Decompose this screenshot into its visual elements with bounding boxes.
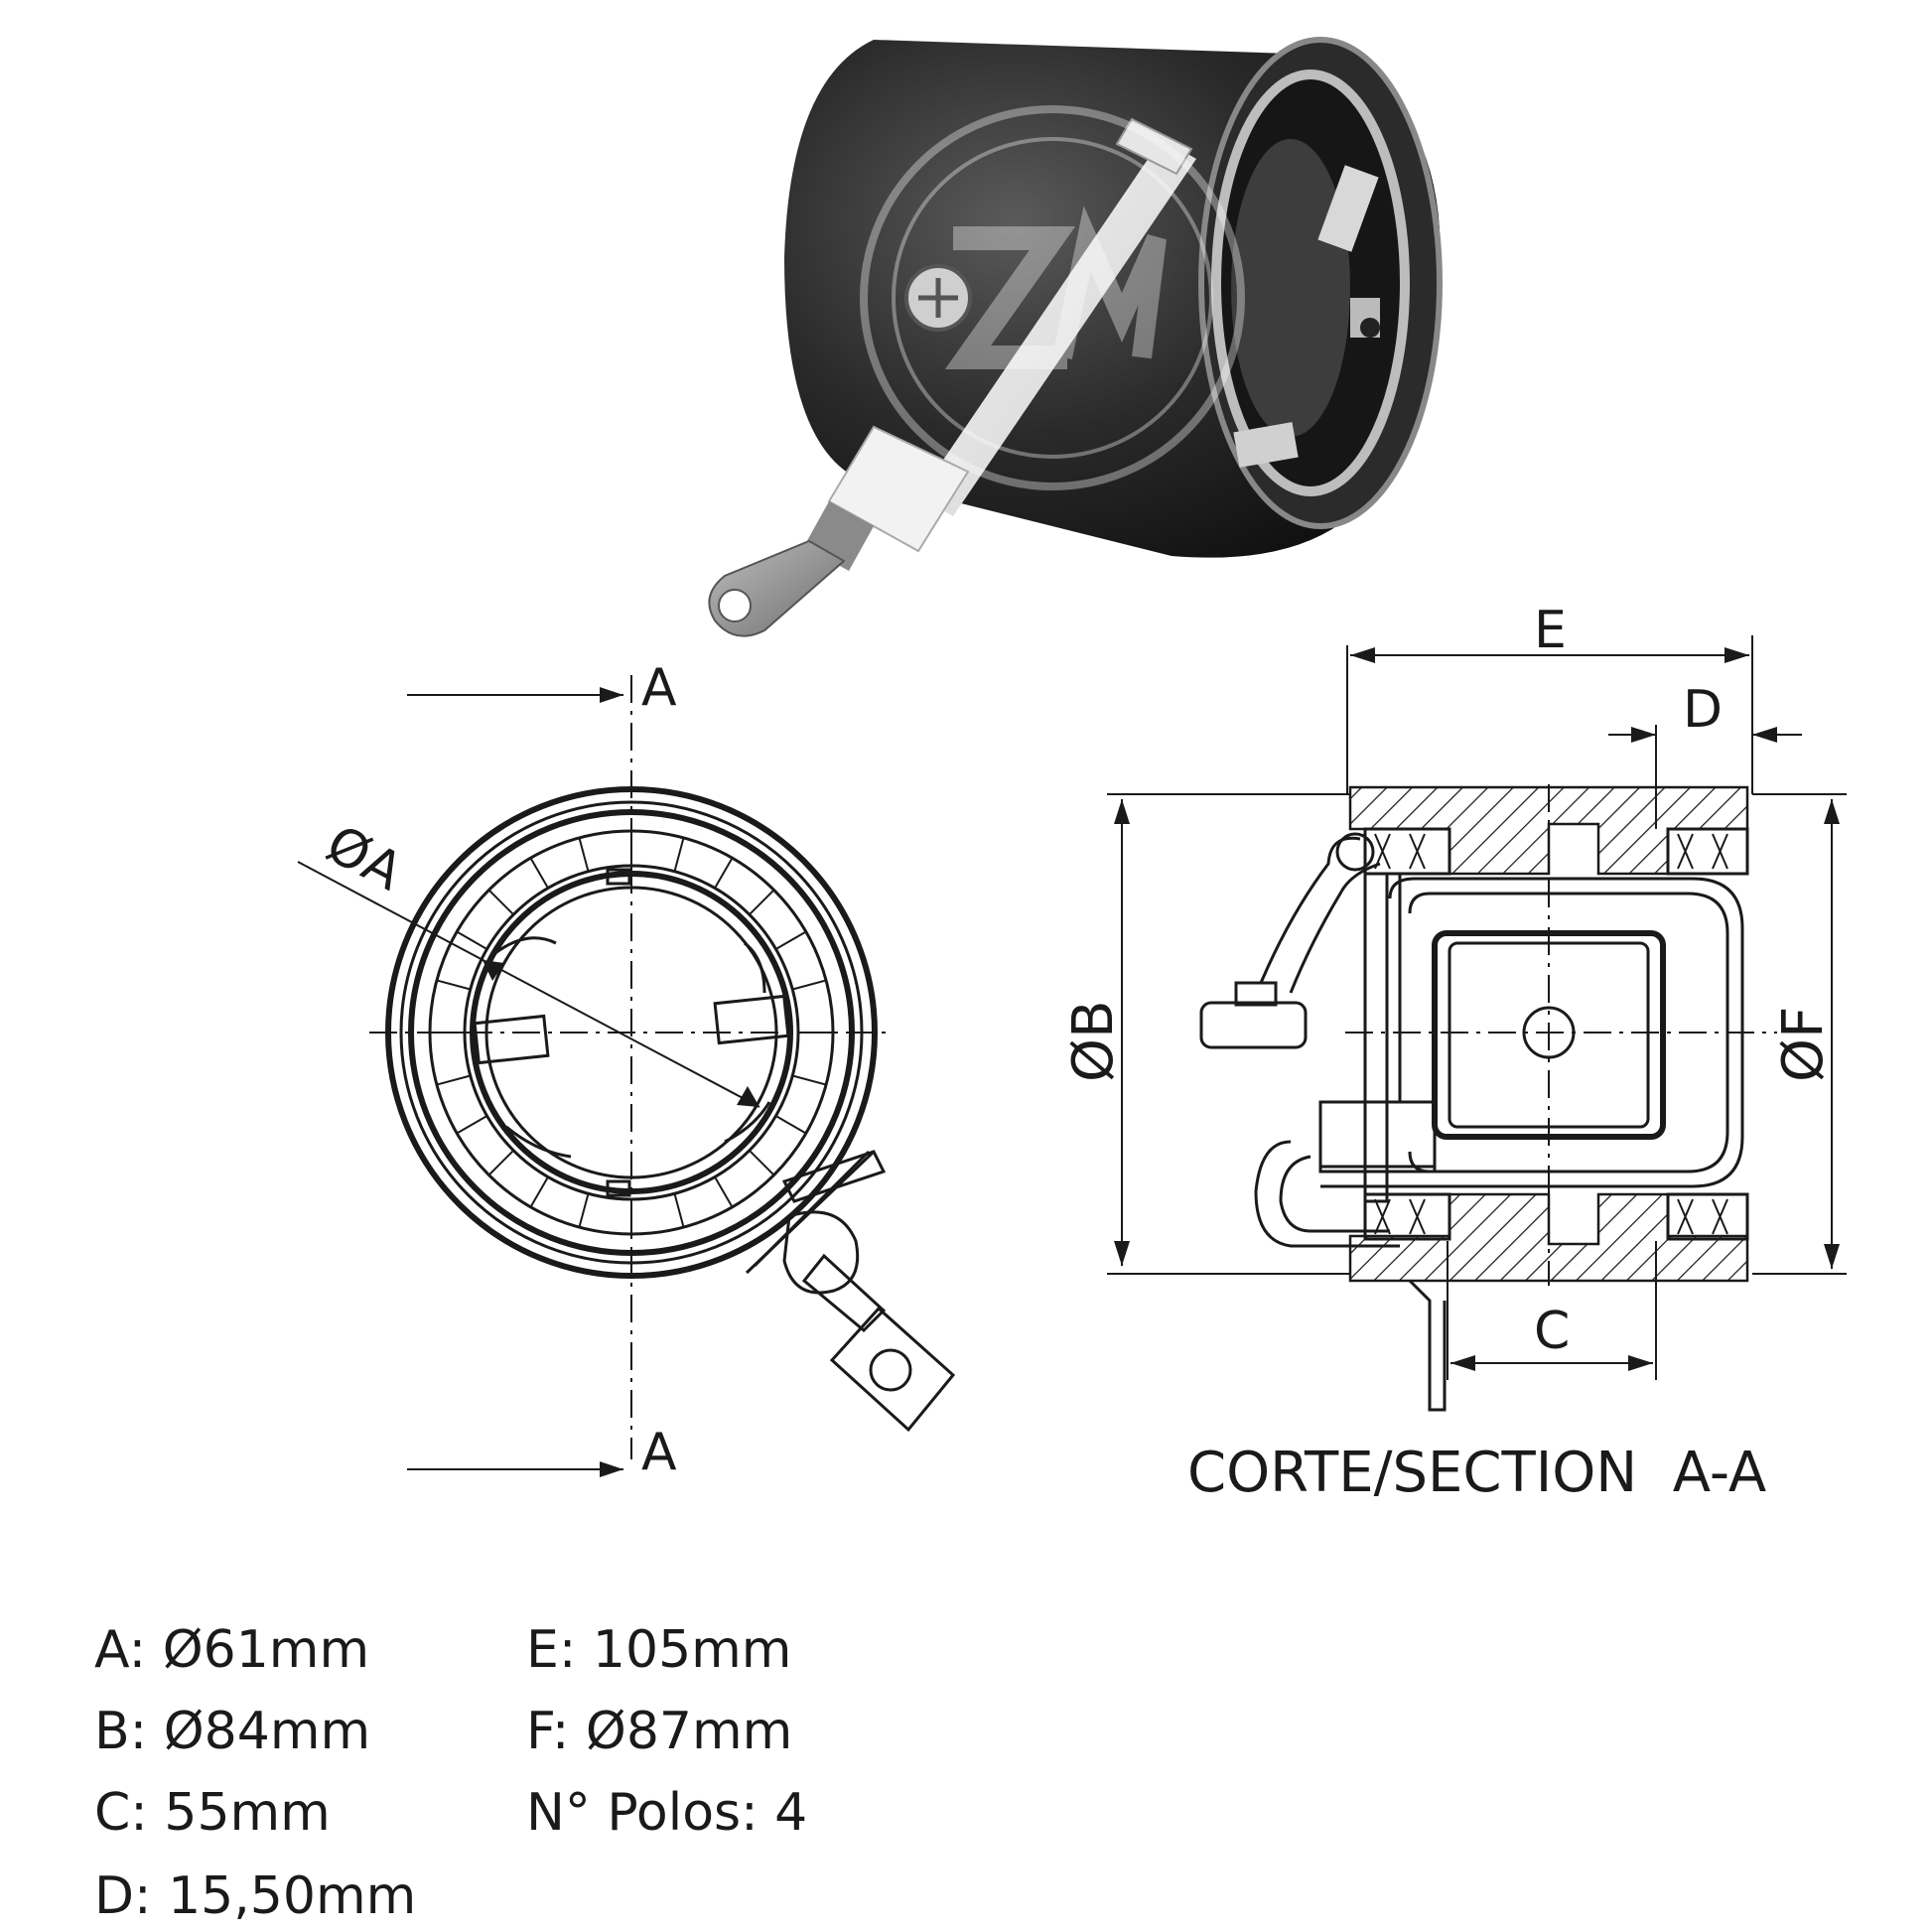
coil-segment-line [673,837,685,872]
dim-label-d: D [1683,680,1723,740]
coil-segment-line [673,1193,685,1228]
spec-e: E: 105mm [526,1620,792,1680]
coil-segment-line [749,889,775,915]
spec-poles: N° Polos: 4 [526,1783,808,1843]
dim-label-dia-a: ØA [317,814,412,902]
coil-segment-line [487,1150,514,1176]
coil-segment-line [714,1175,734,1208]
dim-label-c: C [1534,1302,1570,1361]
coil-segment-line [792,979,827,991]
coil-segment-line [529,857,549,890]
product-photo [708,37,1443,637]
dim-label-e: E [1534,601,1567,660]
coil-segment-line [529,1175,549,1208]
coil-segment-line [578,837,590,872]
cut-label-top: A [641,658,677,718]
spec-b: B: Ø84mm [94,1702,371,1761]
coil-segment-line [714,857,734,890]
spec-a: A: Ø61mm [94,1620,370,1680]
cut-label-bottom: A [641,1423,677,1482]
section-view-drawing: ØB ØF E D C CORTE/SECTION A-A [1061,601,1847,1505]
dim-label-dia-f: ØF [1771,1007,1836,1082]
spec-c: C: 55mm [94,1783,331,1843]
coil-segment-line [774,1115,807,1135]
zm-logo-watermark-icon [860,105,1245,490]
coil-segment-line [456,930,488,950]
coil-segment-line [487,889,514,915]
coil-segment-line [436,1074,471,1086]
coil-segment-line [792,1074,827,1086]
coil-segment-line [436,979,471,991]
dim-label-dia-b: ØB [1061,1001,1126,1083]
coil-segment-line [774,930,807,950]
coil-segment-line [578,1193,590,1228]
spec-f: F: Ø87mm [526,1702,793,1761]
spec-d: D: 15,50mm [94,1866,417,1926]
front-view-drawing: A A ØA [297,658,956,1482]
coil-segment-line [749,1150,775,1176]
coil-segment-line [456,1115,488,1135]
section-title: CORTE/SECTION A-A [1187,1441,1766,1505]
